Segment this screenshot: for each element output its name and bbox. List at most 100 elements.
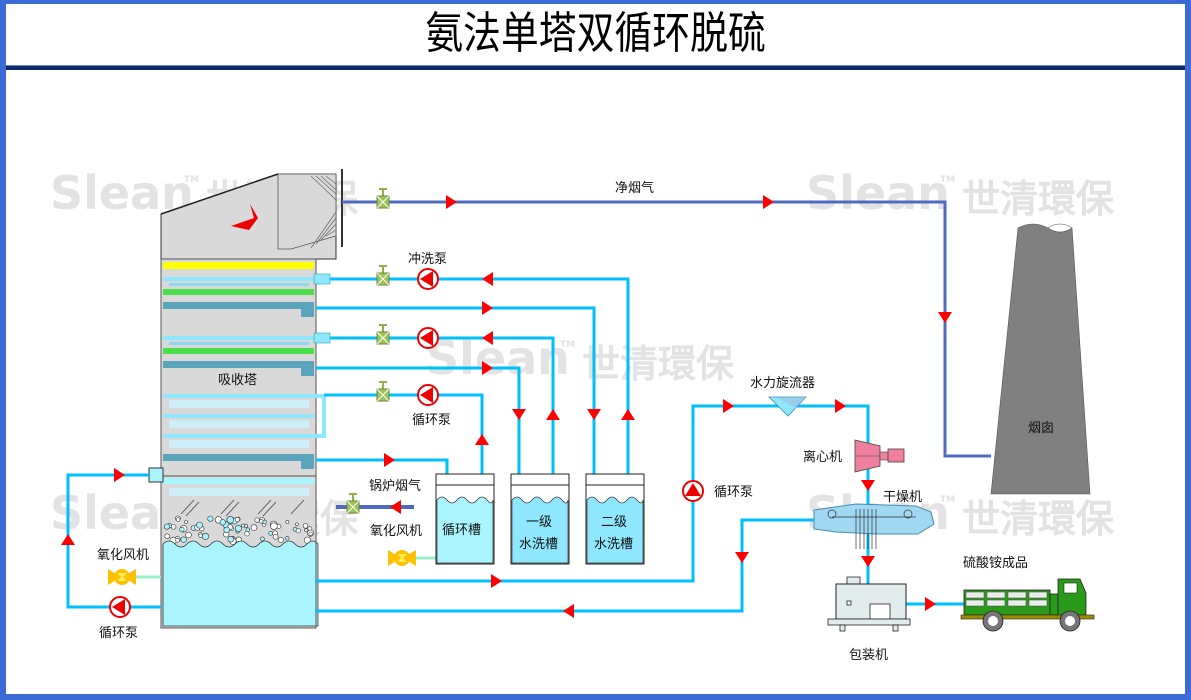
- circulation-pump-label: 循环泵: [99, 626, 138, 641]
- watermark-text: Slean: [426, 331, 570, 385]
- bubble: [254, 517, 260, 523]
- diagram-frame: 氨法单塔双循环脱硫 Slean TM 世清環保 Slean TM 世清環保 Sl…: [6, 4, 1185, 694]
- wash-tank-2-label: 水洗槽: [594, 537, 633, 552]
- packing-machine: [827, 576, 911, 632]
- title-divider: [6, 65, 1185, 70]
- flush-pump-icon: [417, 268, 439, 290]
- arrow-down: [938, 312, 952, 323]
- bubble: [227, 535, 235, 543]
- dryer: [813, 503, 935, 549]
- valve-icon: [376, 324, 390, 345]
- bubble: [223, 526, 230, 534]
- absorber-label: 吸收塔: [218, 373, 257, 388]
- bubble: [180, 536, 187, 543]
- watermark-text: Slean: [806, 166, 950, 220]
- boiler-gas-label: 锅炉烟气: [369, 478, 421, 494]
- oxidation-fan-icon: [108, 569, 136, 585]
- spray-levels: [163, 394, 326, 448]
- wash-tank-1: 一级 水洗槽: [510, 473, 570, 565]
- bubble: [259, 519, 264, 524]
- arrow-down: [512, 409, 526, 420]
- wash-tank-2: 二级 水洗槽: [585, 473, 645, 565]
- bubble: [295, 522, 299, 527]
- bubble: [196, 521, 203, 529]
- oxidation-fan-label: 氧化风机: [97, 548, 149, 563]
- clean-gas-pipe: [342, 200, 991, 458]
- watermark-tm: TM: [940, 175, 955, 185]
- bubble: [234, 524, 242, 532]
- valve-icon: [376, 265, 390, 286]
- arrow-right: [384, 453, 395, 467]
- bubble: [272, 533, 279, 540]
- watermark-tm: TM: [184, 175, 199, 185]
- arrow-right: [925, 597, 936, 611]
- arrow-right: [835, 399, 846, 413]
- bubble: [198, 533, 203, 538]
- bubble: [308, 531, 313, 536]
- oxidation-fan-icon: [388, 550, 416, 566]
- circulation-pump-icon: [682, 480, 704, 502]
- centrifuge-label: 离心机: [803, 449, 842, 465]
- pumps: [109, 268, 704, 618]
- centrifuge: [854, 439, 905, 473]
- arrow-left: [482, 272, 493, 286]
- bubble: [295, 528, 301, 534]
- labels: 净烟气 冲洗泵 循环泵 锅炉烟气 氧化风机 氧化风机 循环泵 水力旋流器 循环泵…: [97, 180, 1028, 663]
- product-label: 硫酸铵成品: [963, 556, 1028, 571]
- bubble: [304, 528, 309, 533]
- valves: [346, 188, 390, 514]
- bubble: [241, 523, 245, 528]
- wash-tank-1-label: 一级: [526, 515, 552, 530]
- bubble: [185, 531, 192, 539]
- hydrocyclone: [768, 396, 807, 417]
- arrow-up: [61, 534, 75, 545]
- wash-tank-1-label: 水洗槽: [519, 537, 558, 552]
- watermark-cn: 世清環保: [962, 177, 1115, 221]
- bubble: [260, 536, 265, 542]
- valve-icon: [376, 188, 390, 209]
- absorber-tower: 吸收塔: [148, 169, 343, 629]
- arrow-right: [491, 574, 502, 588]
- bubble: [184, 520, 188, 524]
- circulation-pump-icon: [109, 596, 131, 618]
- bubble: [175, 517, 181, 522]
- watermark-cn: 世清環保: [582, 342, 735, 386]
- arrow-down: [861, 480, 875, 491]
- bubble: [268, 530, 274, 536]
- outlet-cone: [310, 175, 337, 249]
- flush-pump-icon: [417, 327, 439, 349]
- bubble: [262, 519, 267, 525]
- demister-layer: [163, 262, 314, 269]
- page-title: 氨法单塔双循环脱硫: [425, 8, 766, 59]
- circulation-tank: 循环槽: [435, 473, 495, 565]
- wash-tank-2-label: 二级: [601, 515, 627, 530]
- valve-icon: [346, 493, 360, 514]
- arrow-up: [546, 409, 560, 420]
- inlet-nozzle: [148, 467, 164, 483]
- arrow-right: [114, 468, 125, 482]
- flush-pump-label: 冲洗泵: [408, 252, 447, 267]
- arrow-up: [621, 409, 635, 420]
- bubble: [179, 526, 185, 533]
- arrow-right: [723, 399, 734, 413]
- packing-layer: [163, 348, 314, 354]
- tanks: 循环槽 一级 水洗槽 二级 水洗槽: [435, 473, 645, 565]
- packing-layer: [163, 289, 314, 295]
- arrow-left: [482, 331, 493, 345]
- bubble: [277, 537, 284, 543]
- bubble: [207, 515, 214, 522]
- circulation-pump-label: 循环泵: [412, 413, 451, 428]
- bubble: [302, 523, 309, 529]
- arrow-down: [861, 556, 875, 567]
- bubble: [202, 532, 210, 540]
- arrow-right: [446, 195, 457, 209]
- gas-flow-arrow: [231, 204, 258, 230]
- oxidation-fans: [108, 550, 416, 585]
- slurry-tank: [162, 540, 319, 627]
- chimney-label: 烟囱: [1028, 421, 1054, 436]
- arrow-right: [482, 361, 493, 375]
- bubble: [285, 536, 290, 541]
- oxidation-fan-label: 氧化风机: [370, 524, 422, 539]
- arrow-right: [482, 301, 493, 315]
- process-flow-diagram: Slean TM 世清環保 Slean TM 世清環保 Slean TM 世清環…: [50, 166, 1115, 663]
